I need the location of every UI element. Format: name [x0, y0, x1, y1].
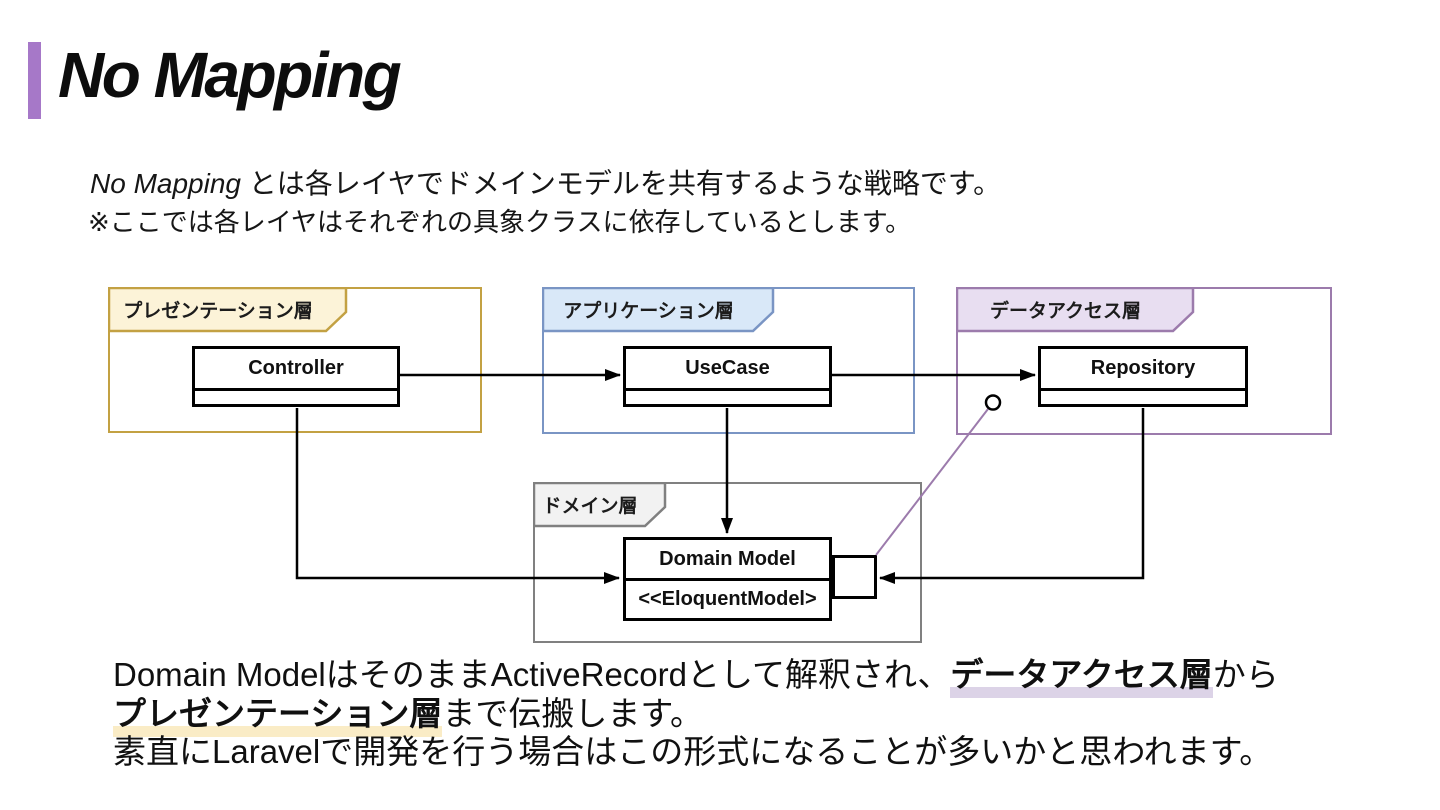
package-tab-domain: ドメイン層: [533, 482, 667, 528]
intro-term-no-mapping: No Mapping: [90, 168, 241, 199]
class-box-repository: Repository: [1038, 346, 1248, 407]
highlight-data-access-layer: データアクセス層: [950, 656, 1213, 698]
intro-line-2: ※ここでは各レイヤはそれぞれの具象クラスに依存しているとします。: [88, 207, 912, 237]
class-box-controller: Controller: [192, 346, 400, 407]
page-title: No Mapping: [58, 39, 402, 111]
intro-line-1-rest: とは各レイヤでドメインモデルを共有するような戦略です。: [240, 168, 1002, 199]
package-tab-application: アプリケーション層: [542, 287, 775, 333]
class-name-domain-model: Domain Model: [626, 540, 829, 581]
bottom-line-2-post: まで伝搬します。: [442, 694, 704, 732]
bottom-line-3: 素直にLaravelで開発を行う場合はこの形式になることが多いかと思われます。: [113, 733, 1273, 770]
tab-shape: [542, 287, 775, 333]
class-stereotype-eloquent-model: <<EloquentModel>: [638, 588, 817, 610]
package-label-presentation: プレゼンテーション層: [123, 300, 313, 322]
tab-shape: [956, 287, 1195, 333]
bottom-line-1-pre: Domain ModelはそのままActiveRecordとして解釈され、: [113, 656, 951, 693]
bottom-line-2: プレゼンテーション層まで伝搬します。: [113, 694, 1393, 737]
intro-line-1: No Mapping とは各レイヤでドメインモデルを共有するような戦略です。: [90, 162, 1001, 202]
tab-shape: [108, 287, 348, 333]
class-name-usecase: UseCase: [626, 349, 829, 391]
bottom-line-1-post: から: [1212, 656, 1279, 693]
class-box-domain-model: Domain Model <<EloquentModel>: [623, 537, 832, 621]
package-label-application: アプリケーション層: [563, 300, 734, 322]
bottom-line-1: Domain ModelはそのままActiveRecordとして解釈され、データ…: [113, 656, 1393, 698]
package-tab-data-access: データアクセス層: [956, 287, 1195, 333]
package-label-domain: ドメイン層: [542, 495, 638, 517]
package-tab-presentation: プレゼンテーション層: [108, 287, 348, 333]
bottom-paragraph: Domain ModelはそのままActiveRecordとして解釈され、データ…: [113, 656, 1393, 772]
package-label-data-access: データアクセス層: [989, 300, 1142, 322]
class-name-controller: Controller: [195, 349, 397, 391]
highlight-presentation-layer: プレゼンテーション層: [113, 694, 443, 737]
class-box-usecase: UseCase: [623, 346, 832, 407]
class-name-repository: Repository: [1041, 349, 1245, 391]
domain-model-port-box: [832, 555, 877, 599]
title-accent-bar: [28, 42, 41, 119]
